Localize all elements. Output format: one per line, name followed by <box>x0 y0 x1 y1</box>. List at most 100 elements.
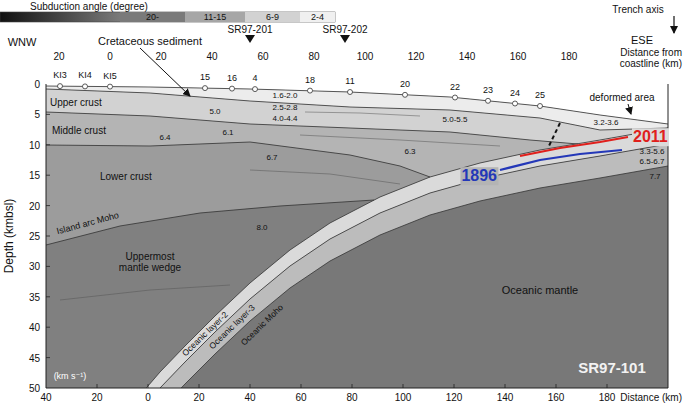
tick-label: 20 <box>29 200 40 211</box>
tick-label: 25 <box>29 231 40 242</box>
station-label: 25 <box>535 91 545 101</box>
profile-label: SR97-201 <box>227 24 272 35</box>
layers <box>46 84 668 388</box>
tick-label: 60 <box>295 392 306 403</box>
tick-label: 0 <box>34 79 40 90</box>
axis-title: Distance from coastline (km) <box>606 47 682 69</box>
station-label: 18 <box>305 76 315 86</box>
legend-text: 2-4 <box>300 12 335 22</box>
tick-label: 40 <box>206 51 217 62</box>
tick-label: 35 <box>29 291 40 302</box>
tick-label: 60 <box>257 51 268 62</box>
velocity-label: 4.0-4.4 <box>273 115 298 124</box>
legend-swatch: 11-15 <box>185 12 245 22</box>
station-label: 16 <box>227 74 237 84</box>
tick-label: 120 <box>446 392 463 403</box>
velocity-label: 6.7 <box>266 154 277 163</box>
legend-swatch: 20- <box>120 12 185 22</box>
tick-label: 80 <box>346 392 357 403</box>
direction-label: WNW <box>8 36 37 48</box>
tick-label: 20 <box>91 392 102 403</box>
station-label: KI4 <box>78 71 92 81</box>
direction-label: ESE <box>631 34 653 46</box>
tick-label: 160 <box>548 392 565 403</box>
profile-label: SR97-101 <box>578 360 646 377</box>
legend-title: Subduction angle (degree) <box>30 1 148 12</box>
callout-label: Trench axis <box>612 4 663 15</box>
axis-ticks <box>46 114 607 388</box>
velocity-label: 6.3 <box>404 148 415 157</box>
legend-text: 6-9 <box>245 12 300 22</box>
tick-label: 10 <box>29 139 40 150</box>
stations <box>58 84 543 109</box>
layer-label: Middle crust <box>52 125 106 136</box>
tick-label: 40 <box>40 392 51 403</box>
tick-label: 140 <box>459 51 476 62</box>
tick-label: 45 <box>29 352 40 363</box>
callout-label: deformed area <box>589 92 654 103</box>
tick-label: 5 <box>34 109 40 120</box>
station-label: 24 <box>510 89 520 99</box>
event-year: 2011 <box>632 128 669 146</box>
velocity-label: 5.0 <box>209 108 220 117</box>
tick-label: 160 <box>510 51 527 62</box>
velocity-label: 1.6-2.0 <box>273 92 298 101</box>
station-label: 22 <box>450 83 460 93</box>
tick-label: 100 <box>395 392 412 403</box>
colorbar-frame <box>0 12 335 22</box>
callout-label: Cretaceous sediment <box>98 35 202 47</box>
rupture-2011 <box>520 137 628 156</box>
tick-label: 20 <box>193 392 204 403</box>
event-year: 1896 <box>460 167 498 185</box>
backstop-line <box>548 123 560 148</box>
station-label: 15 <box>200 73 210 83</box>
tick-label: 20 <box>155 51 166 62</box>
colorbar <box>0 12 120 22</box>
velocity-contours <box>60 112 500 300</box>
velocity-label: 2.5-2.8 <box>273 104 298 113</box>
tick-label: 80 <box>308 51 319 62</box>
profile-triangle <box>245 35 255 43</box>
velocity-label: 6.5-6.7 <box>640 158 665 167</box>
tick-label: 0 <box>107 51 113 62</box>
station-label: KI3 <box>53 71 67 81</box>
profile-triangle <box>340 35 350 43</box>
legend-swatch: 2-4 <box>300 12 335 22</box>
leader-arrow <box>628 104 631 114</box>
velocity-label: 7.7 <box>649 173 660 182</box>
rupture-1896 <box>500 150 622 170</box>
layer-label: Lower crust <box>100 171 152 182</box>
legend-swatch: 6-9 <box>245 12 300 22</box>
station-label: 11 <box>345 77 354 87</box>
station-label: 4 <box>252 74 257 84</box>
axis-title: Depth (kmbsl) <box>3 199 16 274</box>
station-label: 20 <box>400 80 410 90</box>
trench-arrow <box>673 16 674 33</box>
boundaries <box>46 86 668 388</box>
velocity-label: 3.3-5.6 <box>640 148 665 157</box>
tick-label: 20 <box>53 51 64 62</box>
tick-label: 100 <box>357 51 374 62</box>
velocity-label: 6.4 <box>159 134 170 143</box>
velocity-label: 5.0-5.5 <box>443 116 468 125</box>
tick-label: 15 <box>29 170 40 181</box>
legend-text: 20- <box>120 12 185 22</box>
tick-label: 180 <box>599 392 616 403</box>
tick-label: 40 <box>29 322 40 333</box>
layer-label: Oceanic mantle <box>502 284 578 296</box>
layer-label: Upper crust <box>50 97 102 108</box>
layer-label: Uppermost mantle wedge <box>115 251 185 273</box>
plot-frame <box>46 84 668 388</box>
tick-label: 40 <box>244 392 255 403</box>
tick-label: 120 <box>408 51 425 62</box>
legend-text: 11-15 <box>185 12 245 22</box>
tick-label: 180 <box>561 51 578 62</box>
velocity-label: 8.0 <box>256 224 267 233</box>
unit-label: (km s⁻¹) <box>54 372 87 382</box>
tick-label: 140 <box>497 392 514 403</box>
station-label: 23 <box>483 86 493 96</box>
profile-label: SR97-202 <box>322 24 367 35</box>
tick-label: 50 <box>29 383 40 394</box>
